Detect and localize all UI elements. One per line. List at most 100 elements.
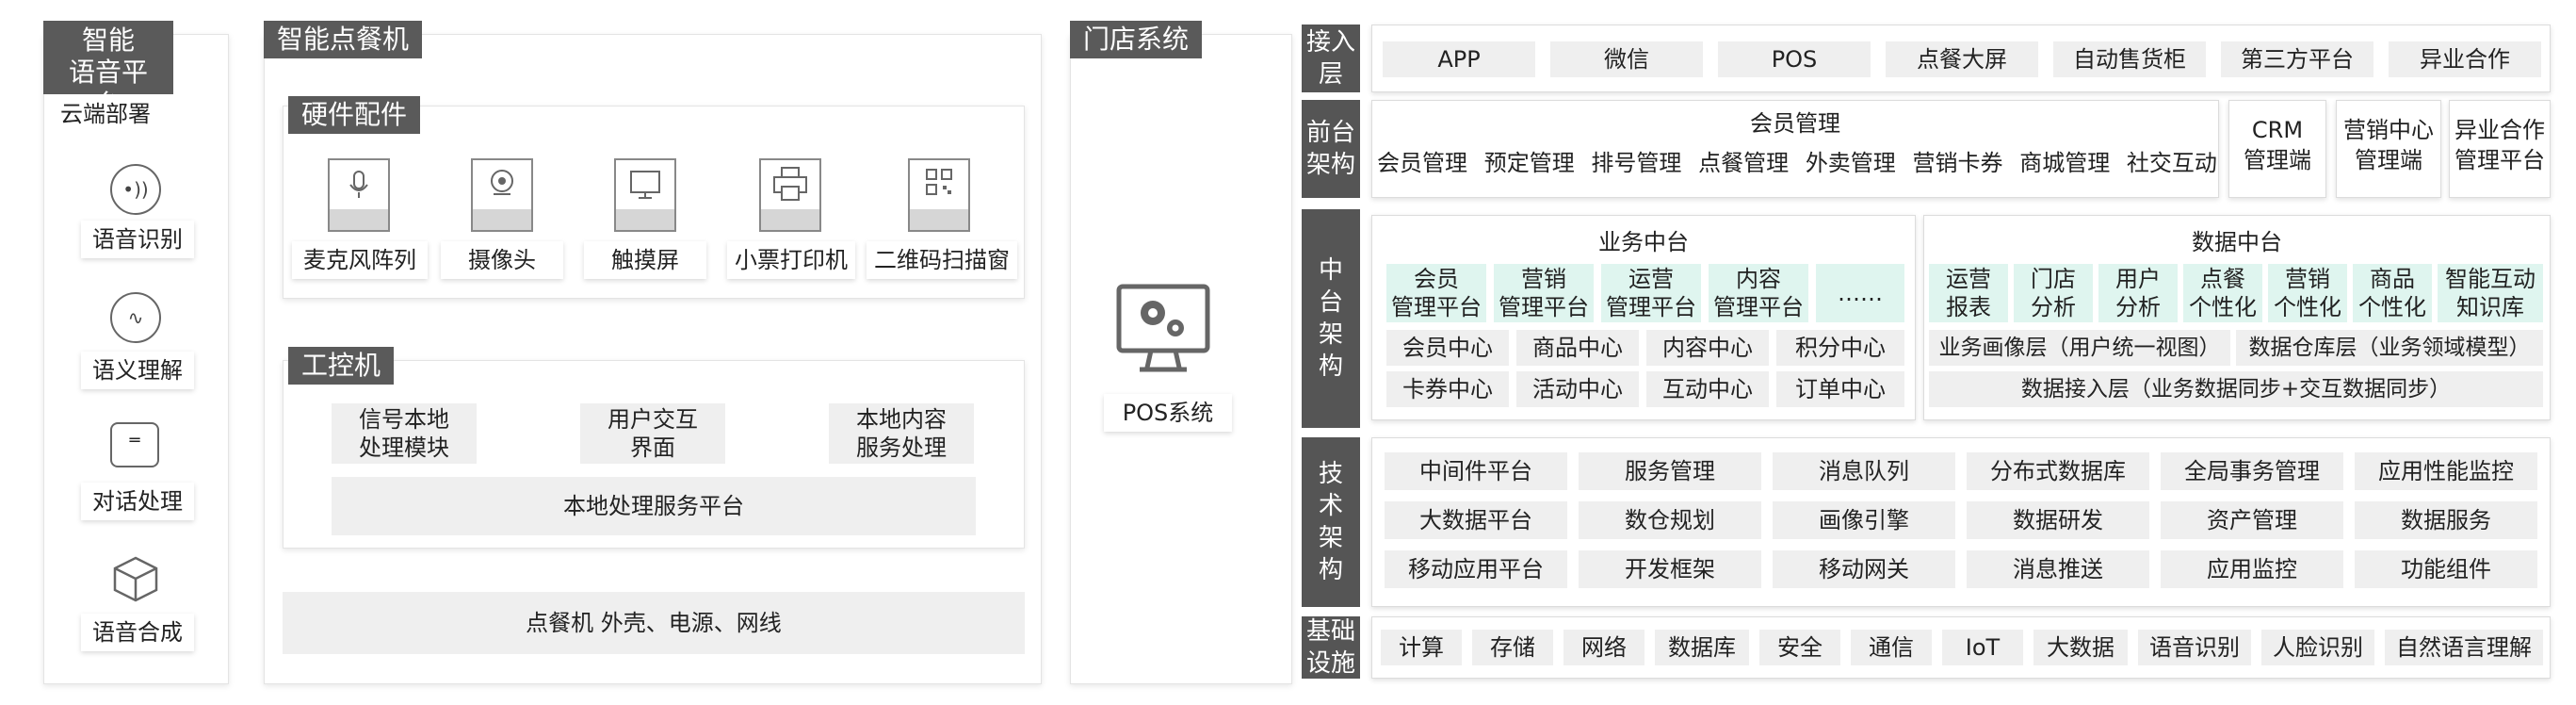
- tech-item[interactable]: 消息推送: [1967, 550, 2149, 588]
- hardware-title: 硬件配件: [288, 96, 421, 134]
- base-item[interactable]: 人脸识别: [2261, 630, 2374, 665]
- access-item[interactable]: 微信: [1550, 41, 1703, 77]
- business-center[interactable]: 活动中心: [1516, 371, 1639, 407]
- base-item[interactable]: 自然语言理解: [2385, 630, 2543, 665]
- access-item[interactable]: 点餐大屏: [1886, 41, 2038, 77]
- front-item[interactable]: 点餐管理: [1698, 150, 1790, 176]
- front-item[interactable]: 预定管理: [1483, 150, 1575, 176]
- business-center[interactable]: 互动中心: [1646, 371, 1769, 407]
- data-teal-item[interactable]: 智能互动 知识库: [2438, 264, 2543, 322]
- data-teal-item[interactable]: 营销 个性化: [2268, 264, 2347, 322]
- qr-code-icon: [908, 158, 970, 232]
- ipc-platform: 本地处理服务平台: [332, 477, 976, 535]
- access-item[interactable]: POS: [1718, 41, 1871, 77]
- front-item[interactable]: 外卖管理: [1805, 150, 1896, 176]
- tech-item[interactable]: 资产管理: [2161, 501, 2343, 539]
- business-center[interactable]: 卡券中心: [1386, 371, 1509, 407]
- tech-item[interactable]: 功能组件: [2355, 550, 2537, 588]
- tech-layer-box: [1371, 437, 2551, 607]
- base-layer-label: 基础 设施: [1302, 616, 1360, 679]
- tech-item[interactable]: 数据研发: [1967, 501, 2149, 539]
- voice-item: 对话处理: [81, 483, 194, 520]
- crm-box[interactable]: [2228, 100, 2326, 198]
- base-item[interactable]: 网络: [1563, 630, 1644, 665]
- front-item[interactable]: 营销卡券: [1912, 150, 2003, 176]
- chat-bubble-icon: ═: [110, 422, 159, 467]
- base-item[interactable]: 存储: [1472, 630, 1553, 665]
- base-item[interactable]: 数据库: [1655, 630, 1749, 665]
- machine-shell: 点餐机 外壳、电源、网线: [283, 592, 1025, 654]
- business-teal-item[interactable]: 内容 管理平台: [1709, 264, 1808, 322]
- tech-item[interactable]: 移动应用平台: [1385, 550, 1567, 588]
- business-center[interactable]: 内容中心: [1646, 330, 1769, 366]
- business-center[interactable]: 订单中心: [1776, 371, 1904, 407]
- access-item[interactable]: 异业合作: [2389, 41, 2541, 77]
- tech-item[interactable]: 应用监控: [2161, 550, 2343, 588]
- data-teal-item[interactable]: 用户 分析: [2098, 264, 2178, 322]
- hardware-item: 二维码扫描窗: [867, 241, 1017, 279]
- tech-item[interactable]: 消息队列: [1773, 452, 1955, 490]
- business-teal-item[interactable]: 运营 管理平台: [1601, 264, 1701, 322]
- tech-item[interactable]: 分布式数据库: [1967, 452, 2149, 490]
- tech-item[interactable]: 数据服务: [2355, 501, 2537, 539]
- tech-item[interactable]: 全局事务管理: [2161, 452, 2343, 490]
- business-center[interactable]: 会员中心: [1386, 330, 1509, 366]
- tech-item[interactable]: 移动网关: [1773, 550, 1955, 588]
- deploy-text: 云端部署: [60, 101, 151, 127]
- pos-system-icon: [1115, 283, 1211, 377]
- crossover-platform-box[interactable]: [2449, 100, 2551, 198]
- front-item[interactable]: 社交互动: [2126, 150, 2217, 176]
- ipc-title: 工控机: [288, 347, 395, 385]
- base-item[interactable]: IoT: [1942, 630, 2023, 665]
- data-layer-item[interactable]: 数据接入层（业务数据同步+交互数据同步）: [1929, 371, 2543, 407]
- voice-recognition-icon: •)): [110, 164, 161, 215]
- business-teal-item[interactable]: 会员 管理平台: [1386, 264, 1486, 322]
- access-item[interactable]: 自动售货柜: [2053, 41, 2206, 77]
- marketing-center-box[interactable]: [2336, 100, 2441, 198]
- microphone-icon: [328, 158, 390, 232]
- data-teal-item[interactable]: 点餐 个性化: [2183, 264, 2262, 322]
- business-platform-title: 业务中台: [1598, 229, 1689, 255]
- business-teal-item[interactable]: ……: [1816, 264, 1904, 322]
- business-center[interactable]: 商品中心: [1516, 330, 1639, 366]
- tech-item[interactable]: 中间件平台: [1385, 452, 1567, 490]
- business-center[interactable]: 积分中心: [1776, 330, 1904, 366]
- cube-icon: [111, 554, 160, 603]
- hardware-item: 摄像头: [441, 241, 563, 279]
- tech-item[interactable]: 大数据平台: [1385, 501, 1567, 539]
- tech-item[interactable]: 数仓规划: [1579, 501, 1761, 539]
- voice-item: 语音合成: [81, 614, 194, 651]
- business-teal-item[interactable]: 营销 管理平台: [1494, 264, 1594, 322]
- camera-icon: [471, 158, 533, 232]
- base-item[interactable]: 语音识别: [2138, 630, 2251, 665]
- crm-label: CRM 管理端: [2244, 117, 2311, 173]
- data-layer-item[interactable]: 数据仓库层（业务领域模型）: [2236, 330, 2543, 366]
- data-teal-item[interactable]: 门店 分析: [2014, 264, 2093, 322]
- voice-platform-title: 智能 语音平台: [43, 21, 173, 120]
- marketing-center-label: 营销中心 管理端: [2343, 117, 2434, 173]
- voice-item: 语音识别: [81, 221, 194, 258]
- data-teal-item[interactable]: 商品 个性化: [2353, 264, 2432, 322]
- access-item[interactable]: APP: [1383, 41, 1535, 77]
- printer-icon: [759, 158, 821, 232]
- voice-item: 语义理解: [81, 352, 194, 389]
- front-item[interactable]: 会员管理: [1377, 150, 1467, 176]
- hardware-item: 麦克风阵列: [292, 241, 428, 279]
- hardware-item: 触摸屏: [584, 241, 706, 279]
- tech-item[interactable]: 服务管理: [1579, 452, 1761, 490]
- tech-item[interactable]: 应用性能监控: [2355, 452, 2537, 490]
- front-item[interactable]: 排号管理: [1591, 150, 1682, 176]
- data-layer-item[interactable]: 业务画像层（用户统一视图）: [1929, 330, 2230, 366]
- member-group-title: 会员管理: [1750, 110, 1840, 137]
- access-layer-label: 接入 层: [1302, 25, 1360, 92]
- base-item[interactable]: 计算: [1381, 630, 1462, 665]
- tech-item[interactable]: 开发框架: [1579, 550, 1761, 588]
- base-item[interactable]: 大数据: [2033, 630, 2128, 665]
- pos-system-label: POS系统: [1104, 394, 1232, 432]
- tech-item[interactable]: 画像引擎: [1773, 501, 1955, 539]
- front-item[interactable]: 商城管理: [2019, 150, 2111, 176]
- base-item[interactable]: 通信: [1851, 630, 1932, 665]
- access-item[interactable]: 第三方平台: [2221, 41, 2373, 77]
- data-teal-item[interactable]: 运营 报表: [1929, 264, 2008, 322]
- base-item[interactable]: 安全: [1759, 630, 1840, 665]
